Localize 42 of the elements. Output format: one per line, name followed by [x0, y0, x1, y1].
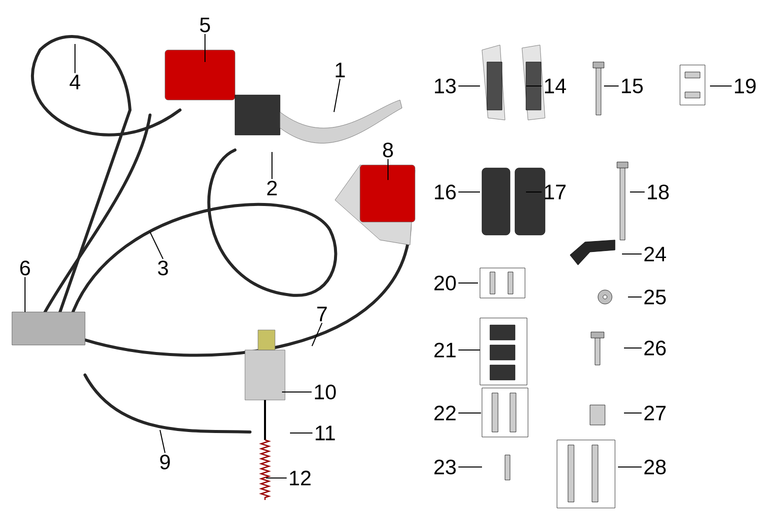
callout-number: 22	[434, 406, 456, 420]
callout-number: 8	[383, 142, 393, 158]
leader-line	[160, 430, 166, 454]
callout-number: 20	[434, 276, 456, 290]
callout-number: 17	[544, 184, 566, 200]
callout-number: 27	[644, 406, 666, 420]
callout-number: 21	[434, 342, 456, 358]
leader-line	[290, 432, 313, 434]
callout-number: 7	[317, 306, 327, 322]
callout-number: 23	[434, 460, 456, 474]
leader-line	[458, 282, 478, 284]
callout-number: 13	[434, 78, 456, 94]
callout-number: 18	[648, 184, 669, 200]
leader-line	[334, 78, 340, 112]
callout-number: 2	[267, 180, 277, 196]
callout-number: 3	[158, 260, 168, 276]
leader-line	[628, 296, 642, 298]
callout-number: 9	[160, 454, 170, 470]
leader-line	[24, 276, 26, 312]
callout-number: 5	[200, 18, 210, 32]
callout-number: 6	[20, 260, 30, 276]
callout-number: 4	[70, 74, 80, 90]
callout-number: 19	[734, 78, 756, 94]
callout-number: 25	[644, 290, 666, 304]
leader-line	[458, 412, 482, 414]
leader-line	[618, 466, 642, 468]
callout-number: 24	[644, 246, 666, 262]
leader-line	[150, 232, 164, 260]
callout-number: 10	[314, 384, 336, 400]
leader-line	[204, 34, 206, 62]
leader-line	[458, 466, 482, 468]
callout-number: 26	[644, 340, 666, 356]
callout-number: 12	[290, 470, 311, 486]
callout-number: 14	[544, 78, 566, 94]
leader-line	[624, 412, 642, 414]
callout-number: 16	[434, 184, 456, 200]
callout-number: 1	[336, 62, 345, 78]
leader-line	[74, 44, 76, 74]
callout-number: 11	[316, 426, 335, 440]
callout-number: 15	[622, 78, 643, 94]
leader-line	[312, 322, 322, 346]
callout-number: 28	[644, 460, 666, 474]
